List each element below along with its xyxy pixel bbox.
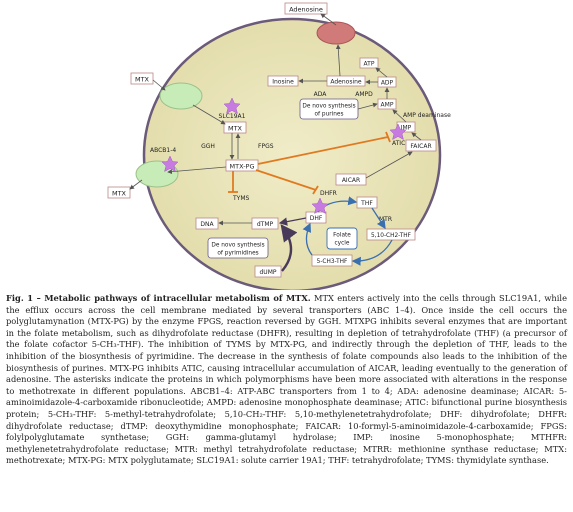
pyr-line1: De novo synthesis [211, 243, 264, 249]
pathway-arrows [129, 13, 422, 226]
star-icon [311, 197, 329, 215]
caption-body: MTX enters actively into the cells throu… [6, 293, 567, 466]
methylene-thf-box [366, 228, 416, 241]
dhf-label: DHF [310, 215, 323, 222]
ampd-label: AMPD [355, 91, 373, 98]
amp-deaminase-label: AMP deaminase [403, 112, 451, 119]
mtx-pg-box [225, 159, 259, 172]
folate-line2: cycle [335, 241, 350, 247]
slc19a1-transporter [159, 82, 203, 110]
adenosine-out-label: Adenosine [289, 6, 323, 14]
thf-label: THF [360, 200, 373, 207]
pyr-line2: of pyrimidines [217, 251, 258, 257]
abcb-label: ABCB1-4 [150, 147, 176, 154]
methyl-thf-label: 5-CH3-THF [317, 259, 348, 265]
aicar-box [335, 173, 367, 186]
dhfr-label: DHFR [320, 190, 337, 197]
inosine-label: Inosine [272, 79, 294, 86]
dtmp-box [251, 217, 279, 230]
dtmp-label: dTMP [257, 221, 274, 228]
atic-label: ATIC [392, 140, 405, 147]
adenosine-transporter [316, 21, 356, 45]
ada-label: ADA [314, 91, 328, 98]
mtx-in-box [223, 121, 247, 134]
fpgs-label: FPGS [258, 143, 274, 150]
imp-label: IMP [401, 125, 412, 132]
amp-label: AMP [381, 102, 394, 109]
pyrimidines-box [207, 237, 269, 259]
atp-label: ATP [364, 61, 375, 68]
mtx-efflux-label: MTX [112, 190, 127, 198]
dhf-to-dtmp-arrow [278, 217, 307, 226]
dna-label: DNA [200, 221, 214, 228]
faicar-label: FAICAR [410, 143, 431, 150]
tyms-label: TYMS [232, 195, 250, 202]
mtx-out-label: MTX [135, 76, 150, 84]
dna-box [195, 217, 219, 230]
figure-caption: Fig. 1 – Metabolic pathways of intracell… [6, 293, 567, 467]
star-icon [223, 97, 241, 115]
polymorphism-asterisks [161, 97, 407, 215]
dump-box [254, 265, 282, 278]
metabolic-pathway-diagram: Adenosine MTX MTX ATP ADP AMP Inosine Ad… [107, 2, 451, 290]
purines-line2: of purines [314, 112, 343, 118]
slc19a1-label: SLC19A1 [219, 113, 246, 120]
mtx-efflux-box [107, 186, 131, 199]
inosine-box [267, 75, 299, 87]
atp-box [359, 57, 379, 69]
folate-cycle-box [326, 227, 358, 250]
inhibition-lines [228, 131, 391, 195]
purines-line1: De novo synthesis [302, 104, 355, 110]
methylene-thf-label: 5,10-CH2-THF [371, 233, 411, 239]
adenosine-in-label: Adenosine [330, 79, 362, 86]
pyrimidine-cycle-arrow [280, 224, 298, 272]
mtx-pg-label: MTX-PG [229, 163, 254, 171]
star-icon [161, 155, 179, 173]
mtx-in-label: MTX [228, 125, 243, 133]
adp-label: ADP [381, 80, 394, 87]
star-icon [389, 123, 407, 141]
adenosine-out-box [284, 2, 328, 15]
caption-prefix: Fig. 1 – Metabolic pathways of intracell… [6, 293, 311, 303]
folate-line1: Folate [333, 233, 351, 239]
dump-label: dUMP [260, 269, 277, 276]
mtx-out-box [130, 72, 154, 85]
ggh-label: GGH [201, 143, 215, 150]
aicar-label: AICAR [342, 177, 360, 184]
